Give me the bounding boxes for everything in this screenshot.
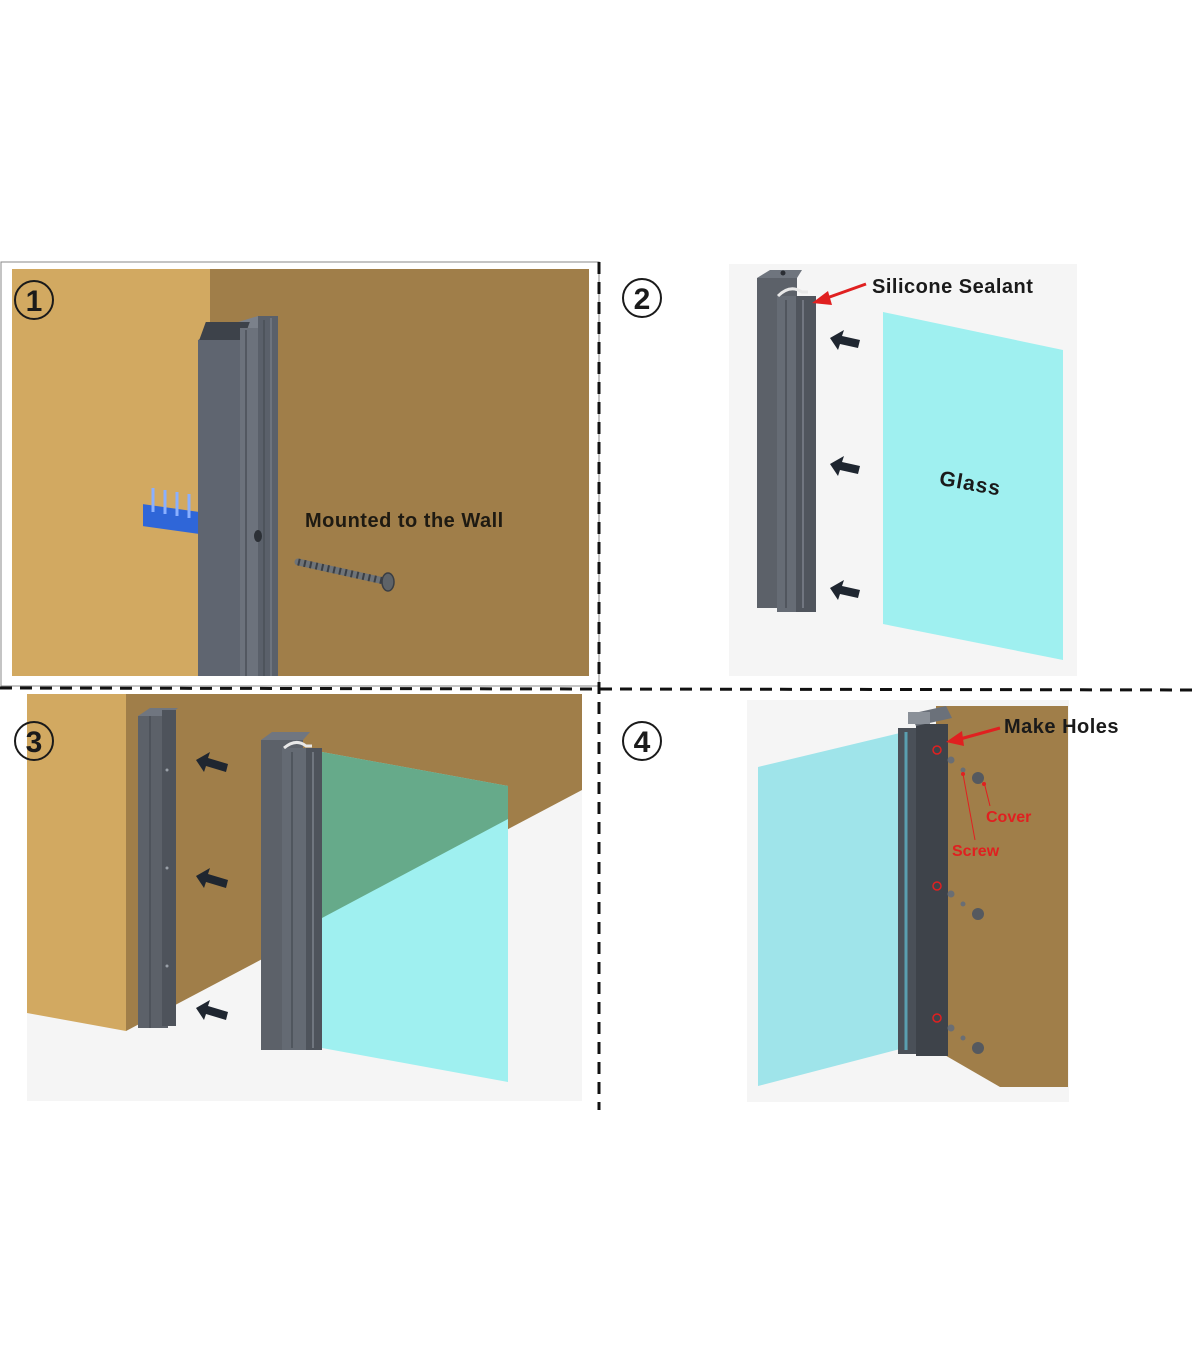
- hole-row-bottom: [932, 1013, 984, 1054]
- make-holes-pointer: [946, 726, 1001, 746]
- step-2-badge: [622, 278, 662, 318]
- step-1-badge: [14, 280, 54, 320]
- step-1-number: 1: [26, 285, 43, 318]
- push-arrow-top: [196, 752, 228, 772]
- u-channel-with-sealant: [757, 270, 816, 612]
- glass-panel: [758, 732, 904, 1086]
- silicone-sealant-label: Silicone Sealant: [872, 276, 1033, 298]
- glass-wall-overlap: [322, 752, 508, 918]
- u-channel-with-glass: [261, 732, 322, 1050]
- sealant-pointer: [812, 282, 867, 305]
- push-arrow-bottom: [830, 580, 860, 600]
- wall-side-face: [12, 269, 210, 676]
- glass-panel: [883, 312, 1063, 660]
- mounting-hole: [254, 530, 262, 542]
- push-arrow-bottom: [196, 1000, 228, 1020]
- wall-anchor: [143, 488, 203, 535]
- hole-row-middle: [932, 881, 984, 920]
- panel-step-2: 2 Silicone Sealant Glass: [622, 264, 1077, 676]
- u-channel-post: [898, 706, 952, 1056]
- step-2-number: 2: [634, 283, 651, 316]
- horizontal-divider: [0, 686, 1200, 692]
- step-4-badge: [622, 721, 662, 761]
- mounted-to-wall-label: Mounted to the Wall: [305, 510, 504, 532]
- drill-hole: [932, 745, 942, 755]
- panel-step-1: 1 Mounted to the Wall: [0, 261, 600, 687]
- step-3-badge: [14, 721, 54, 761]
- hole-row-top: [932, 745, 984, 784]
- panel-step-3: 3: [14, 694, 582, 1101]
- make-holes-label: Make Holes: [1004, 716, 1119, 738]
- cover-cap: [972, 772, 984, 784]
- screw-pointer: [961, 772, 976, 841]
- push-arrow-middle: [196, 868, 228, 888]
- wall-side-face: [27, 694, 126, 1031]
- screw-label: Screw: [952, 843, 1000, 860]
- silicone-bead: [776, 287, 808, 298]
- wall-face: [936, 706, 1068, 1087]
- push-arrow-middle: [830, 456, 860, 476]
- u-channel-post: [138, 708, 178, 1028]
- step-3-number: 3: [26, 726, 43, 759]
- push-arrow-top: [830, 330, 860, 350]
- panel-step-4: 4 Make Holes Cover Screw: [622, 700, 1119, 1102]
- cover-label: Cover: [986, 809, 1031, 826]
- u-channel-post: [198, 316, 278, 676]
- screw-head: [947, 756, 955, 764]
- cover-pointer: [982, 781, 991, 807]
- step-4-number: 4: [634, 726, 651, 759]
- screw: [294, 558, 395, 592]
